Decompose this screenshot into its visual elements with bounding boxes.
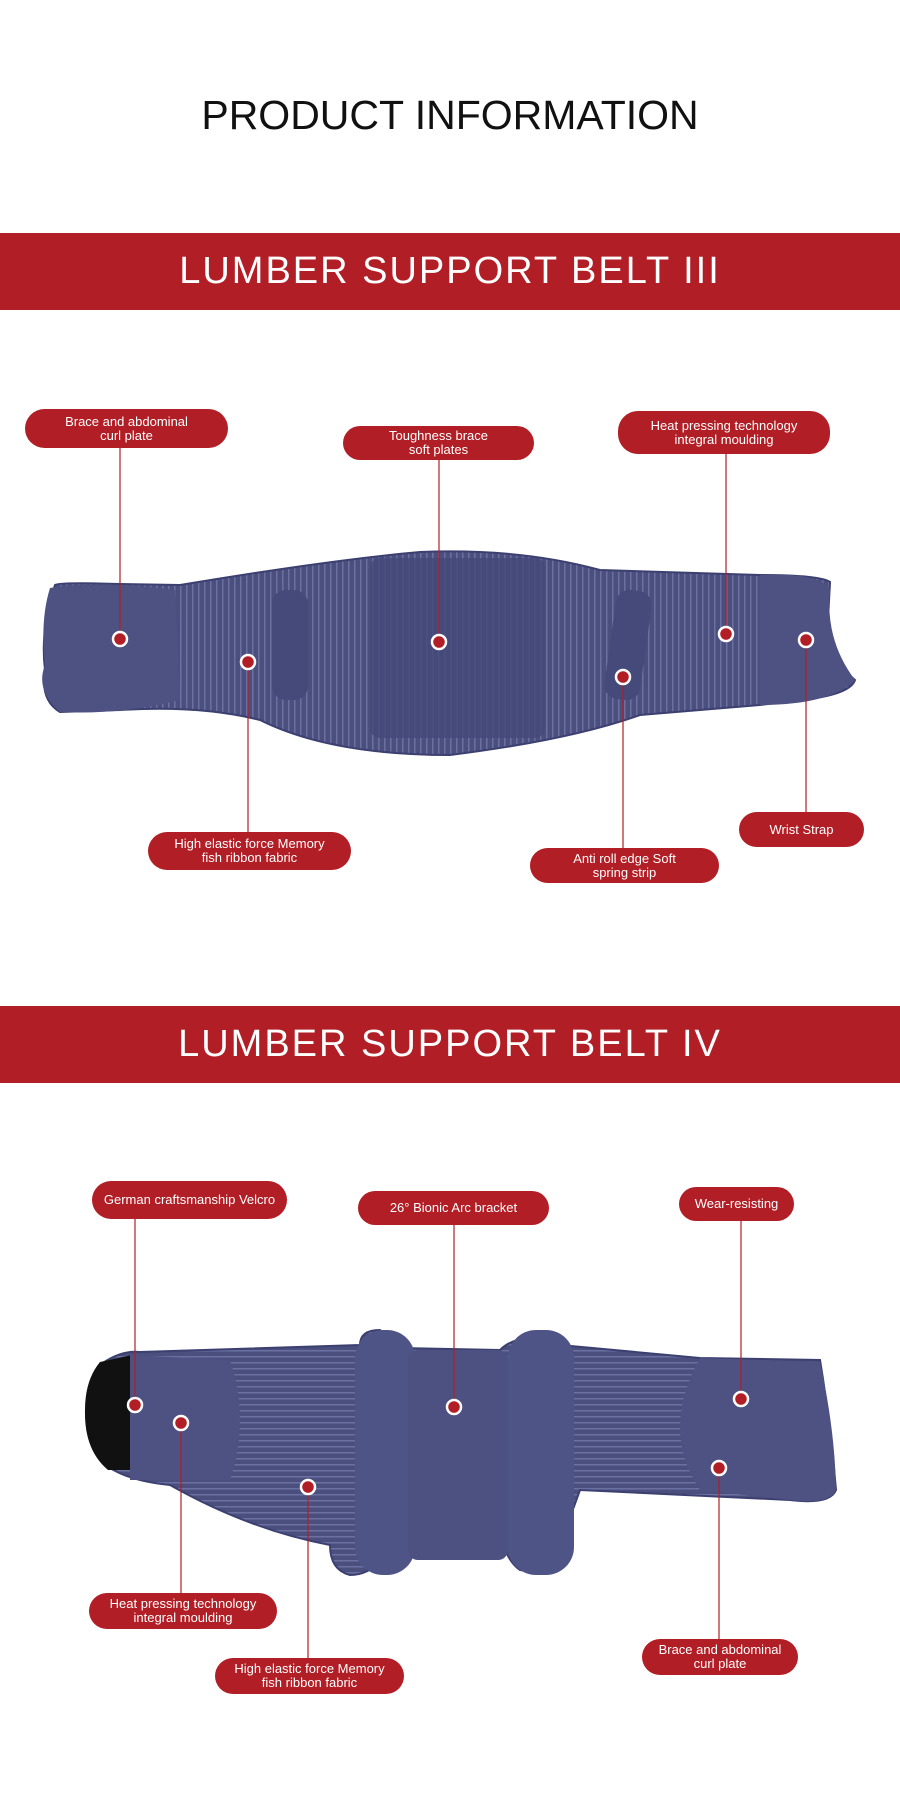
label-wrist-strap: Wrist Strap <box>739 812 864 847</box>
belt-iii-image <box>42 550 857 757</box>
section-banner-belt-iii: LUMBER SUPPORT BELT III <box>0 233 900 310</box>
label-heat-pressing: Heat pressing technology integral mouldi… <box>89 1593 277 1629</box>
page-title: PRODUCT INFORMATION <box>201 92 699 138</box>
section-banner-belt-iv: LUMBER SUPPORT BELT IV <box>0 1006 900 1083</box>
label-high-elastic-fabric: High elastic force Memory fish ribbon fa… <box>215 1658 404 1694</box>
label-german-velcro: German craftsmanship Velcro <box>92 1181 287 1219</box>
label-heat-pressing: Heat pressing technology integral mouldi… <box>618 411 830 454</box>
belt-iv-image <box>84 1328 838 1577</box>
label-high-elastic-fabric: High elastic force Memory fish ribbon fa… <box>148 832 351 870</box>
label-brace-abdominal-curl-plate: Brace and abdominal curl plate <box>25 409 228 448</box>
label-toughness-brace: Toughness brace soft plates <box>343 426 534 460</box>
label-brace-abdominal-curl-plate: Brace and abdominal curl plate <box>642 1639 798 1675</box>
label-wear-resisting: Wear-resisting <box>679 1187 794 1221</box>
leader-lines <box>119 448 807 1658</box>
marker-dots <box>111 625 815 1496</box>
label-bionic-arc-bracket: 26° Bionic Arc bracket <box>358 1191 549 1225</box>
label-anti-roll-edge: Anti roll edge Soft spring strip <box>530 848 719 883</box>
